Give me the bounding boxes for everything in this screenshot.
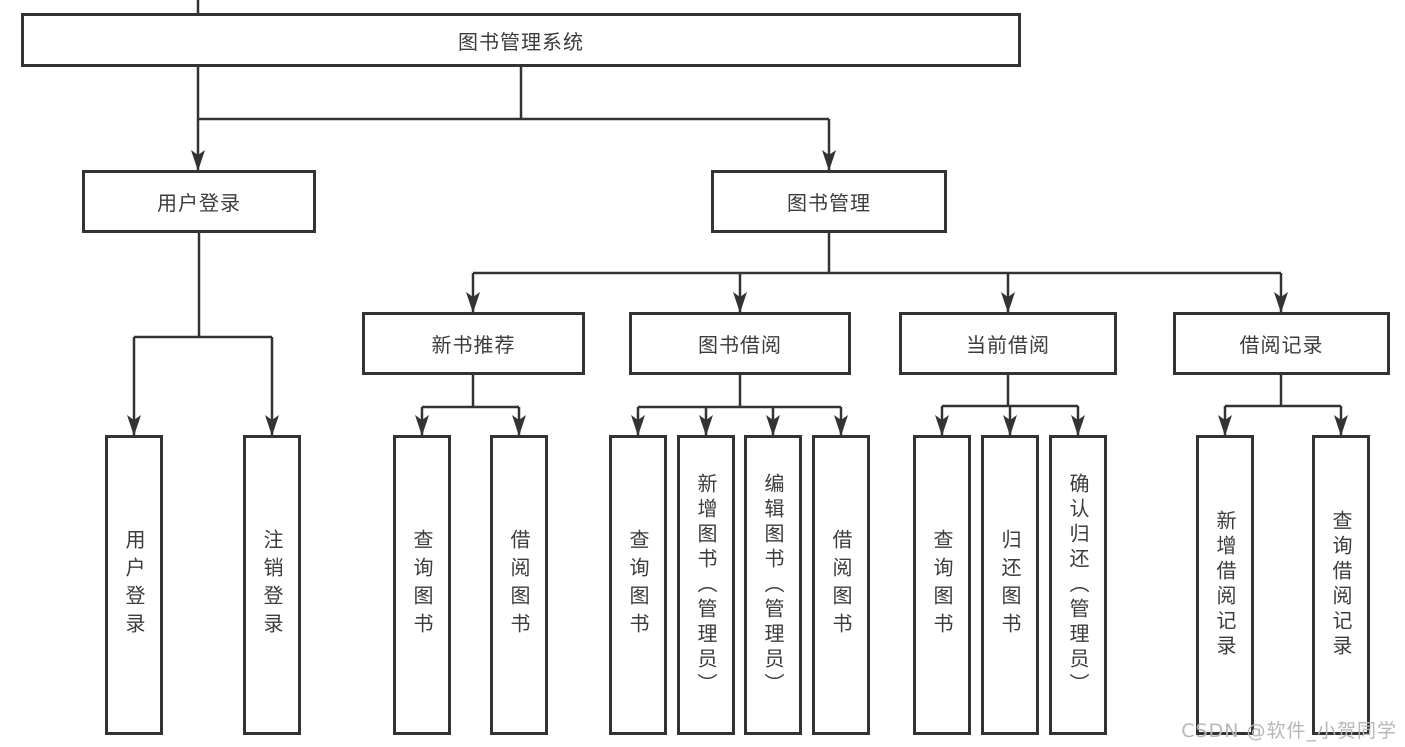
leaf-label: 查询图书 [410,529,434,641]
leaf-label: 确认归还（管理员） [1066,472,1090,698]
node-book-management: 图书管理 [711,170,947,233]
leaf-query-books-borrow: 查询图书 [609,435,667,735]
leaf-label: 查询借阅记录 [1329,510,1353,660]
leaf-label: 查询图书 [626,529,650,641]
leaf-logout: 注销登录 [243,435,301,735]
watermark-text: CSDN @软件_小贺同学 [1181,720,1397,742]
leaf-query-books-recommend: 查询图书 [393,435,451,735]
node-label: 用户登录 [157,191,241,215]
leaf-label: 注销登录 [260,529,284,641]
node-label: 图书借阅 [698,333,782,357]
node-label: 新书推荐 [431,333,516,357]
leaf-borrow-books: 借阅图书 [812,435,870,735]
node-current-borrow: 当前借阅 [899,312,1117,375]
node-label: 图书管理系统 [458,29,584,54]
leaf-add-borrow-record: 新增借阅记录 [1196,435,1254,735]
node-book-borrow: 图书借阅 [629,312,851,375]
leaf-label: 借阅图书 [829,529,853,641]
node-label: 图书管理 [787,191,871,215]
leaf-query-borrow-record: 查询借阅记录 [1312,435,1370,735]
leaf-user-login: 用户登录 [105,435,163,735]
leaf-add-books-admin: 新增图书（管理员） [677,435,735,735]
leaf-label: 借阅图书 [507,529,531,641]
node-borrow-records: 借阅记录 [1173,312,1390,375]
node-new-book-recommend: 新书推荐 [362,312,585,375]
leaf-label: 新增借阅记录 [1213,510,1237,660]
leaf-return-books: 归还图书 [981,435,1039,735]
leaf-label: 新增图书（管理员） [694,472,718,698]
leaf-edit-books-admin: 编辑图书（管理员） [744,435,802,735]
leaf-label: 查询图书 [930,529,954,641]
node-label: 借阅记录 [1239,333,1324,357]
node-library-management-system: 图书管理系统 [21,13,1021,67]
node-label: 当前借阅 [966,333,1050,357]
leaf-label: 归还图书 [998,529,1022,641]
leaf-label: 用户登录 [122,529,146,641]
node-user-login: 用户登录 [82,170,316,233]
leaf-label: 编辑图书（管理员） [761,472,785,698]
leaf-query-books-current: 查询图书 [913,435,971,735]
leaf-borrow-books-recommend: 借阅图书 [490,435,548,735]
leaf-confirm-return-admin: 确认归还（管理员） [1049,435,1107,735]
